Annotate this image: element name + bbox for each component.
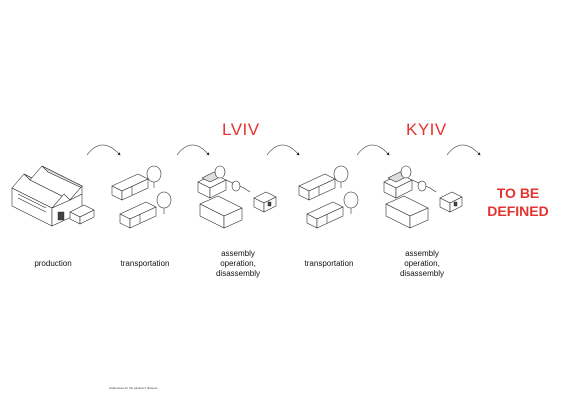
stage-label-transportation-2: transportation (304, 259, 354, 268)
stage-label-production: production (34, 259, 72, 268)
assembly-illustration-kyiv (383, 165, 463, 229)
final-destination-line1: TO BE (496, 185, 540, 201)
stage-label-transportation-1: transportation (120, 259, 170, 268)
stage-label-assembly-lviv: assembly operation, disassembly (215, 249, 260, 278)
flow-arrow-2 (176, 144, 210, 156)
city-label-lviv: LVIV (222, 120, 260, 139)
final-destination-label: TO BE DEFINED (478, 184, 558, 220)
assembly-illustration-lviv (197, 165, 277, 229)
flow-arrow-1 (86, 144, 121, 156)
flow-arrow-4 (356, 144, 390, 156)
flow-arrow-5 (446, 144, 481, 156)
stage-label-assembly-kyiv: assembly operation, disassembly (399, 249, 444, 278)
flow-arrow-3 (266, 144, 300, 156)
transport-illustration-2 (298, 165, 359, 229)
factory-illustration (11, 165, 95, 227)
transport-illustration-1 (111, 165, 172, 229)
footnote: initial ideas for the pavilion's lifespa… (109, 386, 158, 390)
final-destination-line2: DEFINED (487, 203, 549, 219)
city-label-kyiv: KYIV (406, 120, 447, 139)
